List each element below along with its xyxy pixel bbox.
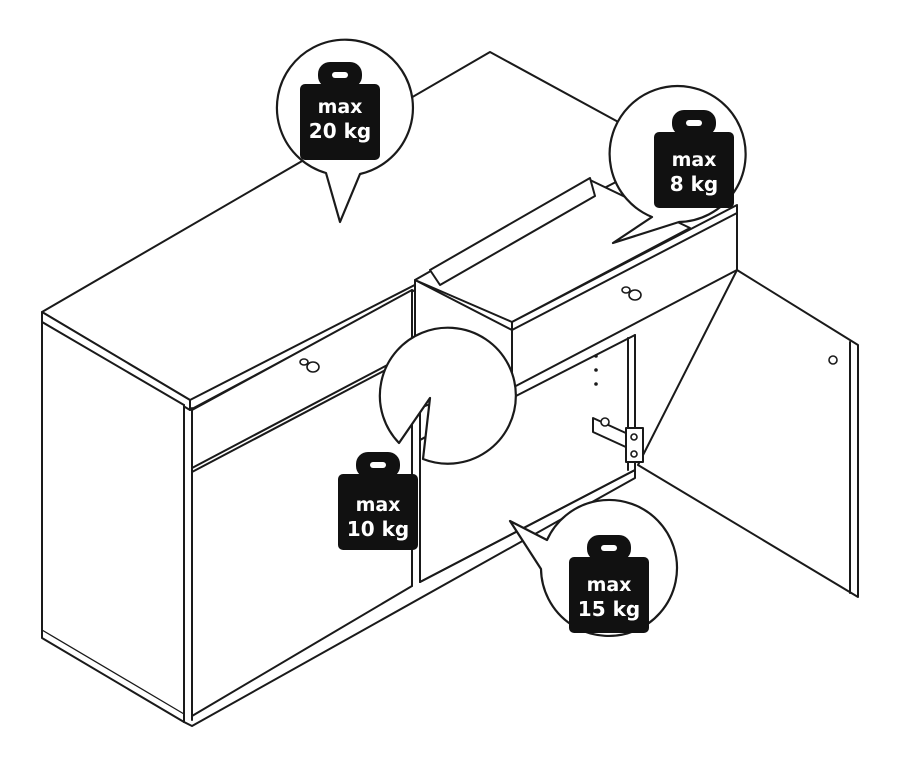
load-value-shelf: 10 kg [347, 517, 409, 541]
load-max-label-bottom: max [587, 574, 632, 596]
right-door-open [637, 269, 859, 598]
weight-icon [569, 535, 649, 633]
load-max-label-drawer: max [672, 149, 717, 171]
load-bubble-shelf: max 10 kg [338, 326, 517, 550]
load-bubble-bottom: max 15 kg [508, 498, 679, 637]
load-max-label-shelf: max [356, 494, 401, 516]
load-value-drawer: 8 kg [670, 172, 719, 196]
load-bubble-drawer: max 8 kg [608, 84, 747, 245]
weight-icon [300, 62, 380, 160]
load-max-label-top: max [318, 96, 363, 118]
load-value-top: 20 kg [309, 119, 371, 143]
weight-icon [654, 110, 734, 208]
load-bubble-top: max 20 kg [275, 38, 414, 224]
weight-icon [338, 452, 418, 550]
hinge-icon [592, 417, 644, 463]
drawer-back-wall [429, 177, 596, 286]
load-value-bottom: 15 kg [578, 597, 640, 621]
door-knob-icon [828, 355, 838, 365]
